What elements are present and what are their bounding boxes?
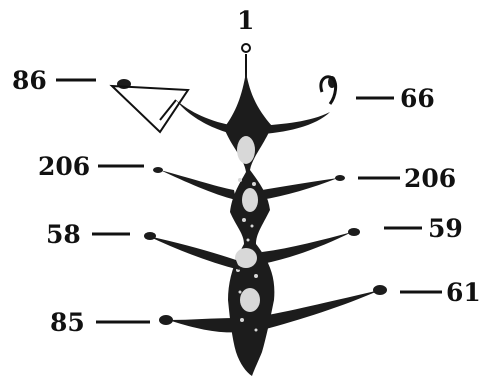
arm-bottom-left: [168, 318, 240, 332]
label-bottom-right: 61: [446, 280, 481, 305]
top-ring: [242, 44, 250, 52]
label-lower-left: 58: [46, 222, 81, 247]
label-upper-right: 66: [400, 86, 435, 111]
label-middle-left: 206: [38, 154, 90, 179]
arm-lower-left: [148, 236, 240, 270]
arm-lower-right: [262, 232, 352, 264]
label-upper-left: 86: [12, 68, 47, 93]
arm-bottom-right: [262, 290, 380, 330]
triangle-appendage: [112, 86, 188, 132]
arm-upper-left: [176, 100, 236, 134]
label-middle-right: 206: [404, 166, 456, 191]
arm-middle-right: [260, 178, 338, 200]
arm-middle-left: [160, 170, 236, 200]
label-lower-right: 59: [428, 216, 463, 241]
label-bottom-left: 85: [50, 310, 85, 335]
label-top: 1: [237, 8, 254, 33]
